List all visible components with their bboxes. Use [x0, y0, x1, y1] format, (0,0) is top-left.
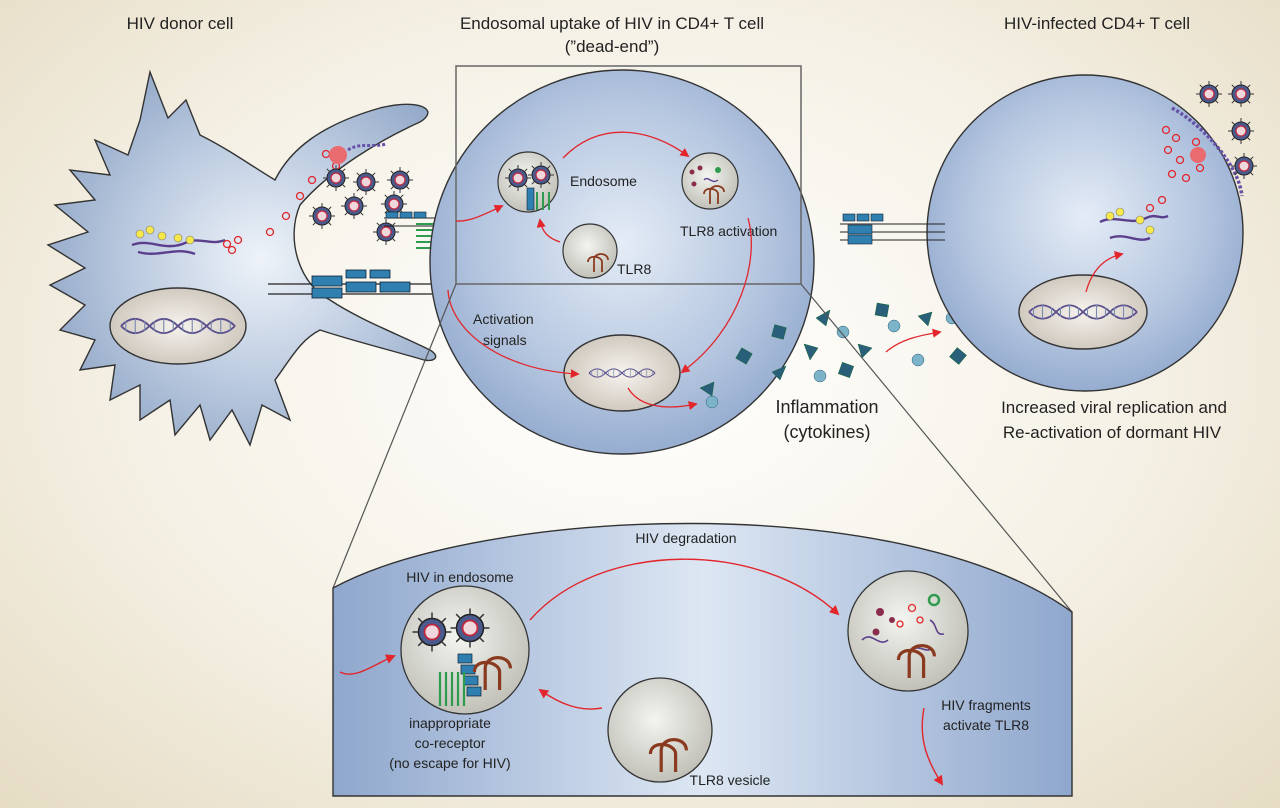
- donor-rna: [131, 238, 226, 248]
- inset-tlr8-vesicle: [607, 677, 713, 783]
- hiv-in-endosome-label: HIV in endosome: [406, 569, 514, 585]
- endosome-inset-panel: HIV degradation HIV in endosome inapprop…: [332, 522, 1073, 797]
- zoom-box: [455, 65, 802, 285]
- hiv-degradation-label: HIV degradation: [635, 530, 736, 546]
- endosomal-uptake-title: Endosomal uptake of HIV in CD4+ T cell: [460, 14, 764, 33]
- tlr8-activation-label: TLR8 activation: [680, 223, 777, 239]
- endosome-label: Endosome: [570, 173, 637, 189]
- hiv-donor-cell: [46, 69, 437, 447]
- infected-cell-body: [926, 74, 1244, 392]
- cd4-t-cell-middle: Endosome TLR8 activation TLR8 Activation…: [429, 65, 815, 455]
- inflammation-label: Inflammation: [775, 397, 878, 417]
- donor-cell-body: [46, 69, 437, 447]
- tlr8-vesicle-small: [562, 223, 618, 279]
- tlr8-activation-vesicle: [681, 152, 739, 210]
- fragments-line2: activate TLR8: [943, 717, 1029, 733]
- activation-signals-line1: Activation: [473, 311, 534, 327]
- cytokines-label: (cytokines): [783, 422, 870, 442]
- hiv-infected-cd4-t-cell: [840, 74, 1258, 392]
- donor-cell-title: HIV donor cell: [127, 14, 234, 33]
- dead-end-subtitle: (”dead-end”): [565, 37, 660, 56]
- coreceptor-line3: (no escape for HIV): [389, 755, 510, 771]
- increased-replication-line1: Increased viral replication and: [1001, 398, 1227, 417]
- activation-signals-line2: signals: [483, 332, 527, 348]
- infected-cell-title: HIV-infected CD4+ T cell: [1004, 14, 1190, 33]
- coreceptor-line2: co-receptor: [415, 735, 486, 751]
- tlr8-vesicle-label: TLR8 vesicle: [690, 772, 771, 788]
- reactivation-line2: Re-activation of dormant HIV: [1003, 423, 1222, 442]
- virological-synapse-receptors: [268, 211, 440, 299]
- fragments-line1: HIV fragments: [941, 697, 1030, 713]
- inset-co-receptor: [438, 653, 482, 706]
- zoom-connector-lines: [332, 283, 1073, 613]
- coreceptor-line1: inappropriate: [409, 715, 491, 731]
- tlr8-label: TLR8: [617, 261, 651, 277]
